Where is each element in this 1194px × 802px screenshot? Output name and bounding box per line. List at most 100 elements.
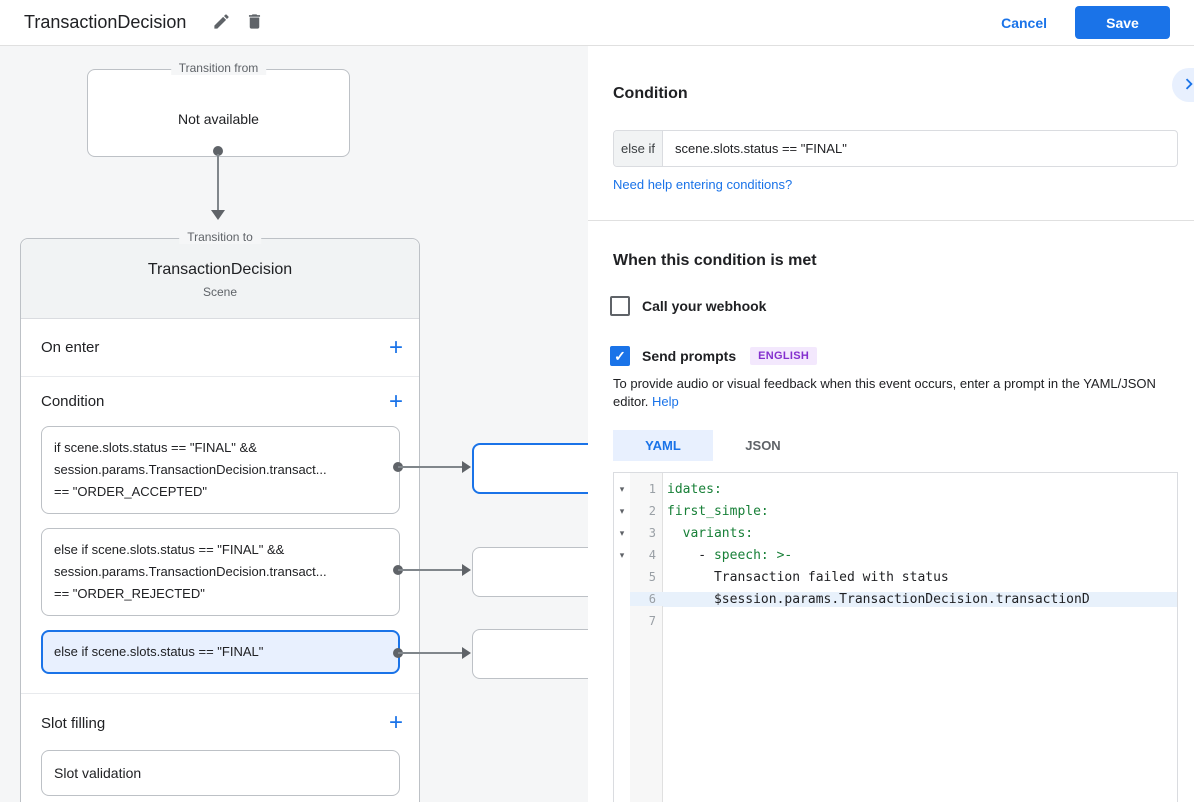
add-condition-button[interactable]: + — [389, 389, 403, 413]
connector-arrow-right-icon — [462, 564, 471, 576]
code-line: - speech: >- — [663, 548, 1177, 563]
trash-icon — [245, 12, 264, 34]
connector-dot — [213, 146, 223, 156]
code-token: speech: >- — [713, 547, 793, 563]
condition-item[interactable]: else if scene.slots.status == "FINAL" &&… — [41, 528, 400, 616]
condition-section-row: Condition + — [21, 377, 419, 426]
line-number: 6 — [630, 592, 663, 606]
code-row[interactable]: 7 — [614, 610, 1177, 632]
cancel-button[interactable]: Cancel — [1001, 14, 1047, 31]
code-row[interactable]: 5 Transaction failed with status — [614, 566, 1177, 588]
code-row[interactable]: ▾ 4 - speech: >- — [614, 544, 1177, 566]
condition-item[interactable]: else if scene.slots.status == "FINAL" — [41, 630, 400, 674]
webhook-label: Call your webhook — [642, 298, 767, 314]
condition-item[interactable]: if scene.slots.status == "FINAL" && sessi… — [41, 426, 400, 514]
transition-to-legend: Transition to — [179, 230, 261, 244]
condition-text: else if scene.slots.status == "FINAL" — [54, 644, 264, 659]
slot-validation-box[interactable]: Slot validation — [41, 750, 400, 796]
code-row[interactable]: ▾3 variants: — [614, 522, 1177, 544]
plus-icon: + — [388, 387, 403, 415]
tab-yaml[interactable]: YAML — [613, 430, 713, 461]
line-number: 5 — [648, 570, 656, 584]
webhook-checkbox[interactable] — [610, 296, 630, 316]
code-token: $session.params.TransactionDecision.tran… — [667, 591, 1090, 607]
slot-filling-label: Slot filling — [41, 714, 106, 732]
condition-text: == "ORDER_ACCEPTED" — [54, 484, 207, 499]
when-met-title: When this condition is met — [613, 252, 817, 269]
collapse-panel-button[interactable] — [1172, 68, 1194, 102]
fold-toggle-icon[interactable]: ▾ — [619, 549, 625, 560]
connector-line — [217, 154, 219, 211]
scene-subtitle: Scene — [202, 285, 238, 299]
scene-card-header: TransactionDecision Scene — [21, 239, 419, 319]
transition-from-value: Not available — [178, 111, 259, 128]
condition-item-list: if scene.slots.status == "FINAL" && sessi… — [21, 426, 419, 674]
section-divider — [588, 220, 1194, 221]
edit-scene-button[interactable] — [210, 10, 233, 36]
slot-filling-row: Slot filling + — [21, 698, 419, 748]
condition-input-row: else if scene.slots.status == "FINAL" — [613, 130, 1178, 167]
on-enter-row[interactable]: On enter + — [21, 319, 419, 377]
plus-icon: + — [388, 709, 403, 736]
connector-line — [398, 569, 462, 571]
code-row[interactable]: 6 $session.params.TransactionDecision.tr… — [614, 588, 1177, 610]
scene-title: TransactionDecision — [147, 261, 293, 278]
line-number: 7 — [648, 614, 656, 628]
condition-text: == "ORDER_REJECTED" — [54, 586, 205, 601]
send-prompts-checkbox[interactable]: ✓ — [610, 346, 630, 366]
code-token: variants: — [667, 525, 754, 541]
transition-from-legend: Transition from — [170, 61, 267, 75]
send-prompts-row: ✓ Send prompts ENGLISH — [610, 346, 818, 366]
condition-text: session.params.TransactionDecision.trans… — [54, 564, 327, 579]
chevron-right-icon — [1178, 73, 1194, 98]
connector-arrow-right-icon — [462, 647, 471, 659]
save-button[interactable]: Save — [1075, 6, 1170, 39]
condition-text: session.params.TransactionDecision.trans… — [54, 462, 327, 477]
yaml-json-tabs: YAML JSON — [613, 430, 813, 461]
transition-target-box[interactable] — [472, 547, 588, 597]
transition-from-box[interactable]: Transition from Not available — [87, 61, 350, 157]
send-prompts-label: Send prompts — [642, 348, 737, 364]
pencil-icon — [212, 12, 231, 34]
condition-panel: Condition else if scene.slots.status == … — [588, 46, 1194, 802]
condition-input[interactable]: scene.slots.status == "FINAL" — [675, 141, 847, 156]
code-token: idates: — [667, 481, 722, 497]
on-enter-label: On enter — [41, 339, 100, 356]
condition-text: else if scene.slots.status == "FINAL" && — [54, 542, 285, 557]
section-divider — [21, 693, 419, 694]
code-token: first_simple: — [667, 503, 769, 519]
code-line: first_simple: — [663, 504, 1177, 519]
condition-text: if scene.slots.status == "FINAL" && — [54, 440, 257, 455]
connector-arrow-down-icon — [211, 210, 225, 220]
fold-toggle-icon[interactable]: ▾ — [619, 505, 625, 516]
fold-toggle-icon[interactable]: ▾ — [619, 527, 625, 538]
connector-line — [398, 652, 462, 654]
fold-toggle-icon[interactable]: ▾ — [619, 483, 625, 494]
code-token: - — [667, 547, 714, 563]
code-line: $session.params.TransactionDecision.tran… — [663, 591, 1177, 607]
transition-target-box[interactable] — [472, 629, 588, 679]
webhook-row: Call your webhook — [610, 296, 766, 316]
scene-flow-canvas: Transition from Not available Transition… — [0, 46, 588, 802]
connector-arrow-right-icon — [462, 461, 471, 473]
plus-icon: + — [388, 333, 403, 361]
code-row[interactable]: ▾ 2 first_simple: — [614, 500, 1177, 522]
editor-help-link[interactable]: Help — [652, 394, 679, 409]
condition-section-label: Condition — [41, 393, 105, 410]
add-slot-button[interactable]: + — [389, 711, 403, 735]
condition-help-link[interactable]: Need help entering conditions? — [613, 177, 793, 192]
page-title: TransactionDecision — [24, 12, 187, 32]
language-badge: ENGLISH — [750, 347, 818, 365]
code-line: Transaction failed with status — [663, 570, 1177, 585]
tab-json[interactable]: JSON — [745, 438, 781, 453]
add-on-enter-button[interactable]: + — [389, 335, 403, 359]
delete-scene-button[interactable] — [243, 10, 266, 36]
connector-line — [398, 466, 462, 468]
line-number: 2 — [648, 504, 656, 518]
transition-target-box[interactable] — [472, 443, 588, 494]
topbar: TransactionDecision Cancel Save — [0, 0, 1194, 46]
line-number: 4 — [648, 548, 656, 562]
